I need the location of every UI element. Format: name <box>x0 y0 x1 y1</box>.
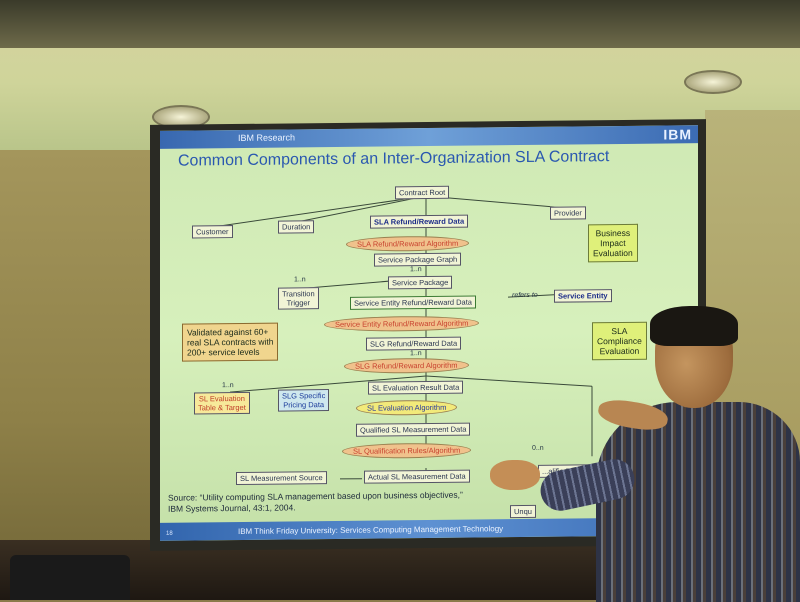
sl-evaluation-table-box: SL Evaluation Table & Target <box>194 392 250 415</box>
actual-sl-measurement-box: Actual SL Measurement Data <box>364 470 470 484</box>
service-package-box: Service Package <box>388 276 452 290</box>
duration-box: Duration <box>278 220 314 233</box>
multiplicity-label: 1..n <box>222 382 234 389</box>
multiplicity-label: 1..n <box>410 350 422 357</box>
presenter <box>560 310 800 600</box>
slide-page-number: 18 <box>166 531 173 537</box>
qualified-sl-measurement-box: Qualified SL Measurement Data <box>356 423 470 437</box>
presenter-shirt <box>596 402 800 602</box>
slg-pricing-data-box: SLG Specific Pricing Data <box>278 389 329 412</box>
validated-callout: Validated against 60+ real SLA contracts… <box>182 323 278 362</box>
multiplicity-label: 0..n <box>532 445 544 452</box>
transition-trigger-box: Transition Trigger <box>278 287 319 309</box>
service-entity-box: Service Entity <box>554 289 612 303</box>
ceiling-beam <box>0 0 800 48</box>
chair <box>10 555 130 600</box>
customer-box: Customer <box>192 225 233 238</box>
sl-measurement-source-box: SL Measurement Source <box>236 471 327 485</box>
sla-refund-data-box: SLA Refund/Reward Data <box>370 215 468 229</box>
ceiling-light <box>684 70 742 94</box>
presenter-hair <box>650 306 738 346</box>
provider-box: Provider <box>550 206 586 219</box>
sl-evaluation-result-box: SL Evaluation Result Data <box>368 381 463 395</box>
service-entity-refund-data-box: Service Entity Refund/Reward Data <box>350 296 476 310</box>
multiplicity-label: 1..n <box>294 276 306 283</box>
business-impact-callout: Business Impact Evaluation <box>588 224 638 263</box>
presenter-hand <box>490 460 540 490</box>
left-wall <box>0 150 160 600</box>
unqualified-box: Unqu <box>510 505 536 518</box>
service-package-graph-box: Service Package Graph <box>374 253 461 267</box>
source-citation: Source: “Utility computing SLA managemen… <box>168 490 468 514</box>
contract-root-box: Contract Root <box>395 186 449 200</box>
multiplicity-label: 1..n <box>410 266 422 273</box>
refers-to-label: refers to <box>512 292 538 299</box>
presenter-hand <box>596 396 669 434</box>
slg-refund-data-box: SLG Refund/Reward Data <box>366 337 461 351</box>
